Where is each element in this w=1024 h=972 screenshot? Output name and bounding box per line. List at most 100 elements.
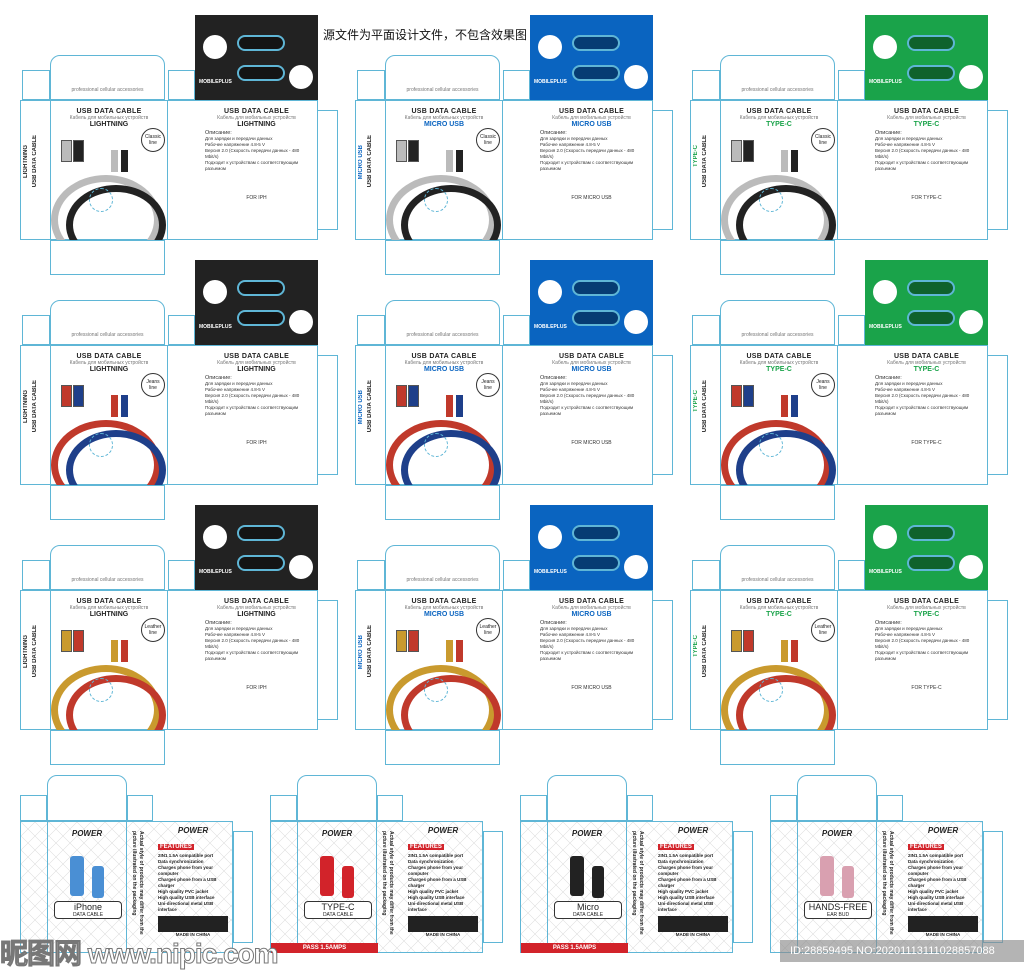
desc-label: Описание: [875,375,902,381]
desc-line: Для зарядки и передачи данных [540,136,608,141]
desc-line: Версия 2.0 (Скорость передачи данных - 4… [205,393,300,404]
barcode-block [658,916,728,932]
desc-line: Для зарядки и передачи данных [205,626,273,631]
brand-logo: MOBILEPLUS [199,79,232,85]
glue-flap [988,600,1008,720]
connector-plug [121,640,128,662]
usb-plug [743,385,754,407]
made-in: MADE IN CHINA [175,932,211,937]
desc-line: Рабочее напряжение 4.8-5 V [875,632,936,637]
left-flap [770,795,797,821]
back-type: LIGHTNING [237,121,276,128]
top-flap [50,300,165,345]
back-logo: POWER [927,826,959,835]
back-type: MICRO USB [571,121,612,128]
connector-plug [456,640,463,662]
top-flap [50,55,165,100]
connector-type: TYPE-C [766,121,792,128]
connector-plug [111,640,118,662]
back-title: USB DATA CABLE [558,353,625,360]
line-badge: Jeans line [811,373,835,397]
cable-loop [736,185,836,240]
header-block: MOBILEPLUS [195,15,318,100]
glue-flap [318,600,338,720]
desc-line: Подходит к устройствам с соответствующим… [875,650,969,661]
bottom-flap [50,485,165,520]
side-title: USB DATA CABLE [367,625,373,678]
hang-slot [572,280,620,296]
feature-item: 2IN1 1.5A compatible port [908,853,964,858]
hang-slot [572,525,620,541]
product-plug [842,866,854,898]
brand-logo: MOBILEPLUS [199,569,232,575]
feature-item: High quality USB interface [908,895,965,900]
product-sub: DATA CABLE [572,912,604,918]
usb-plug [73,140,84,162]
feature-item: High quality PVC jacket [908,889,959,894]
desc-line: Рабочее напряжение 4.8-5 V [875,387,936,392]
compat-label: FOR IPH [246,685,267,691]
side-disclaimer: Actual style of products may differ from… [881,831,894,935]
glue-flap [653,355,673,475]
cable-loop [66,675,166,730]
product-subtitle: Кабель для мобильных устройств [69,605,149,611]
notice-text: 源文件为平面设计文件，不包含效果图 [323,28,528,42]
side-title: USB DATA CABLE [32,135,38,188]
product-photo [959,65,983,89]
side-disclaimer: Actual style of products may differ from… [631,831,644,935]
made-in: MADE IN CHINA [425,932,461,937]
side-type: MICRO USB [358,145,364,180]
desc-label: Описание: [540,375,567,381]
feature-item: High quality PVC jacket [658,889,709,894]
line-badge: Jeans line [476,373,500,397]
product-photo [538,280,562,304]
usb-plug [731,385,742,407]
back-subtitle: Кабель для мобильных устройств [552,605,631,611]
usb-plug [61,140,72,162]
product-plug [92,866,104,898]
desc-line: Версия 2.0 (Скорость передачи данных - 4… [875,638,970,649]
feature-item: Data synchronization [408,859,454,864]
feature-item: High quality PVC jacket [408,889,459,894]
product-plug [342,866,354,898]
feature-item: Uni-directional metal USB interface [658,901,714,912]
desc-line: Для зарядки и передачи данных [205,136,273,141]
side-type: LIGHTNING [23,145,29,178]
product-photo [873,280,897,304]
line-badge: Leather line [811,618,835,642]
cable-loop [401,185,501,240]
desc-line: Рабочее напряжение 4.8-5 V [205,632,266,637]
cable-loop [401,430,501,485]
desc-line: Версия 2.0 (Скорость передачи данных - 4… [540,393,635,404]
left-flap [692,70,720,100]
product-sub: EAR BUD [826,912,850,918]
feature-item: Data synchronization [158,859,204,864]
cable-loop [66,185,166,240]
left-flap [357,560,385,590]
usb-plug [408,385,419,407]
side-title: USB DATA CABLE [702,380,708,433]
bottom-flap [720,730,835,765]
side-flap [377,795,403,821]
back-subtitle: Кабель для мобильных устройств [552,115,631,121]
feature-item: Charges phone from your computer [158,865,214,876]
usb-plug [396,630,407,652]
product-photo [873,35,897,59]
connector-type: LIGHTNING [89,121,129,128]
side-type: TYPE-C [693,145,699,168]
desc-label: Описание: [205,130,232,136]
back-logo: POWER [427,826,459,835]
cable-loop [736,430,836,485]
usb-plug [731,140,742,162]
bottom-flap [720,485,835,520]
watermark: 昵图网 www.nipic.com [0,938,279,970]
desc-line: Для зарядки и передачи данных [205,381,273,386]
hang-hole [759,678,783,702]
hang-slot [907,35,955,51]
